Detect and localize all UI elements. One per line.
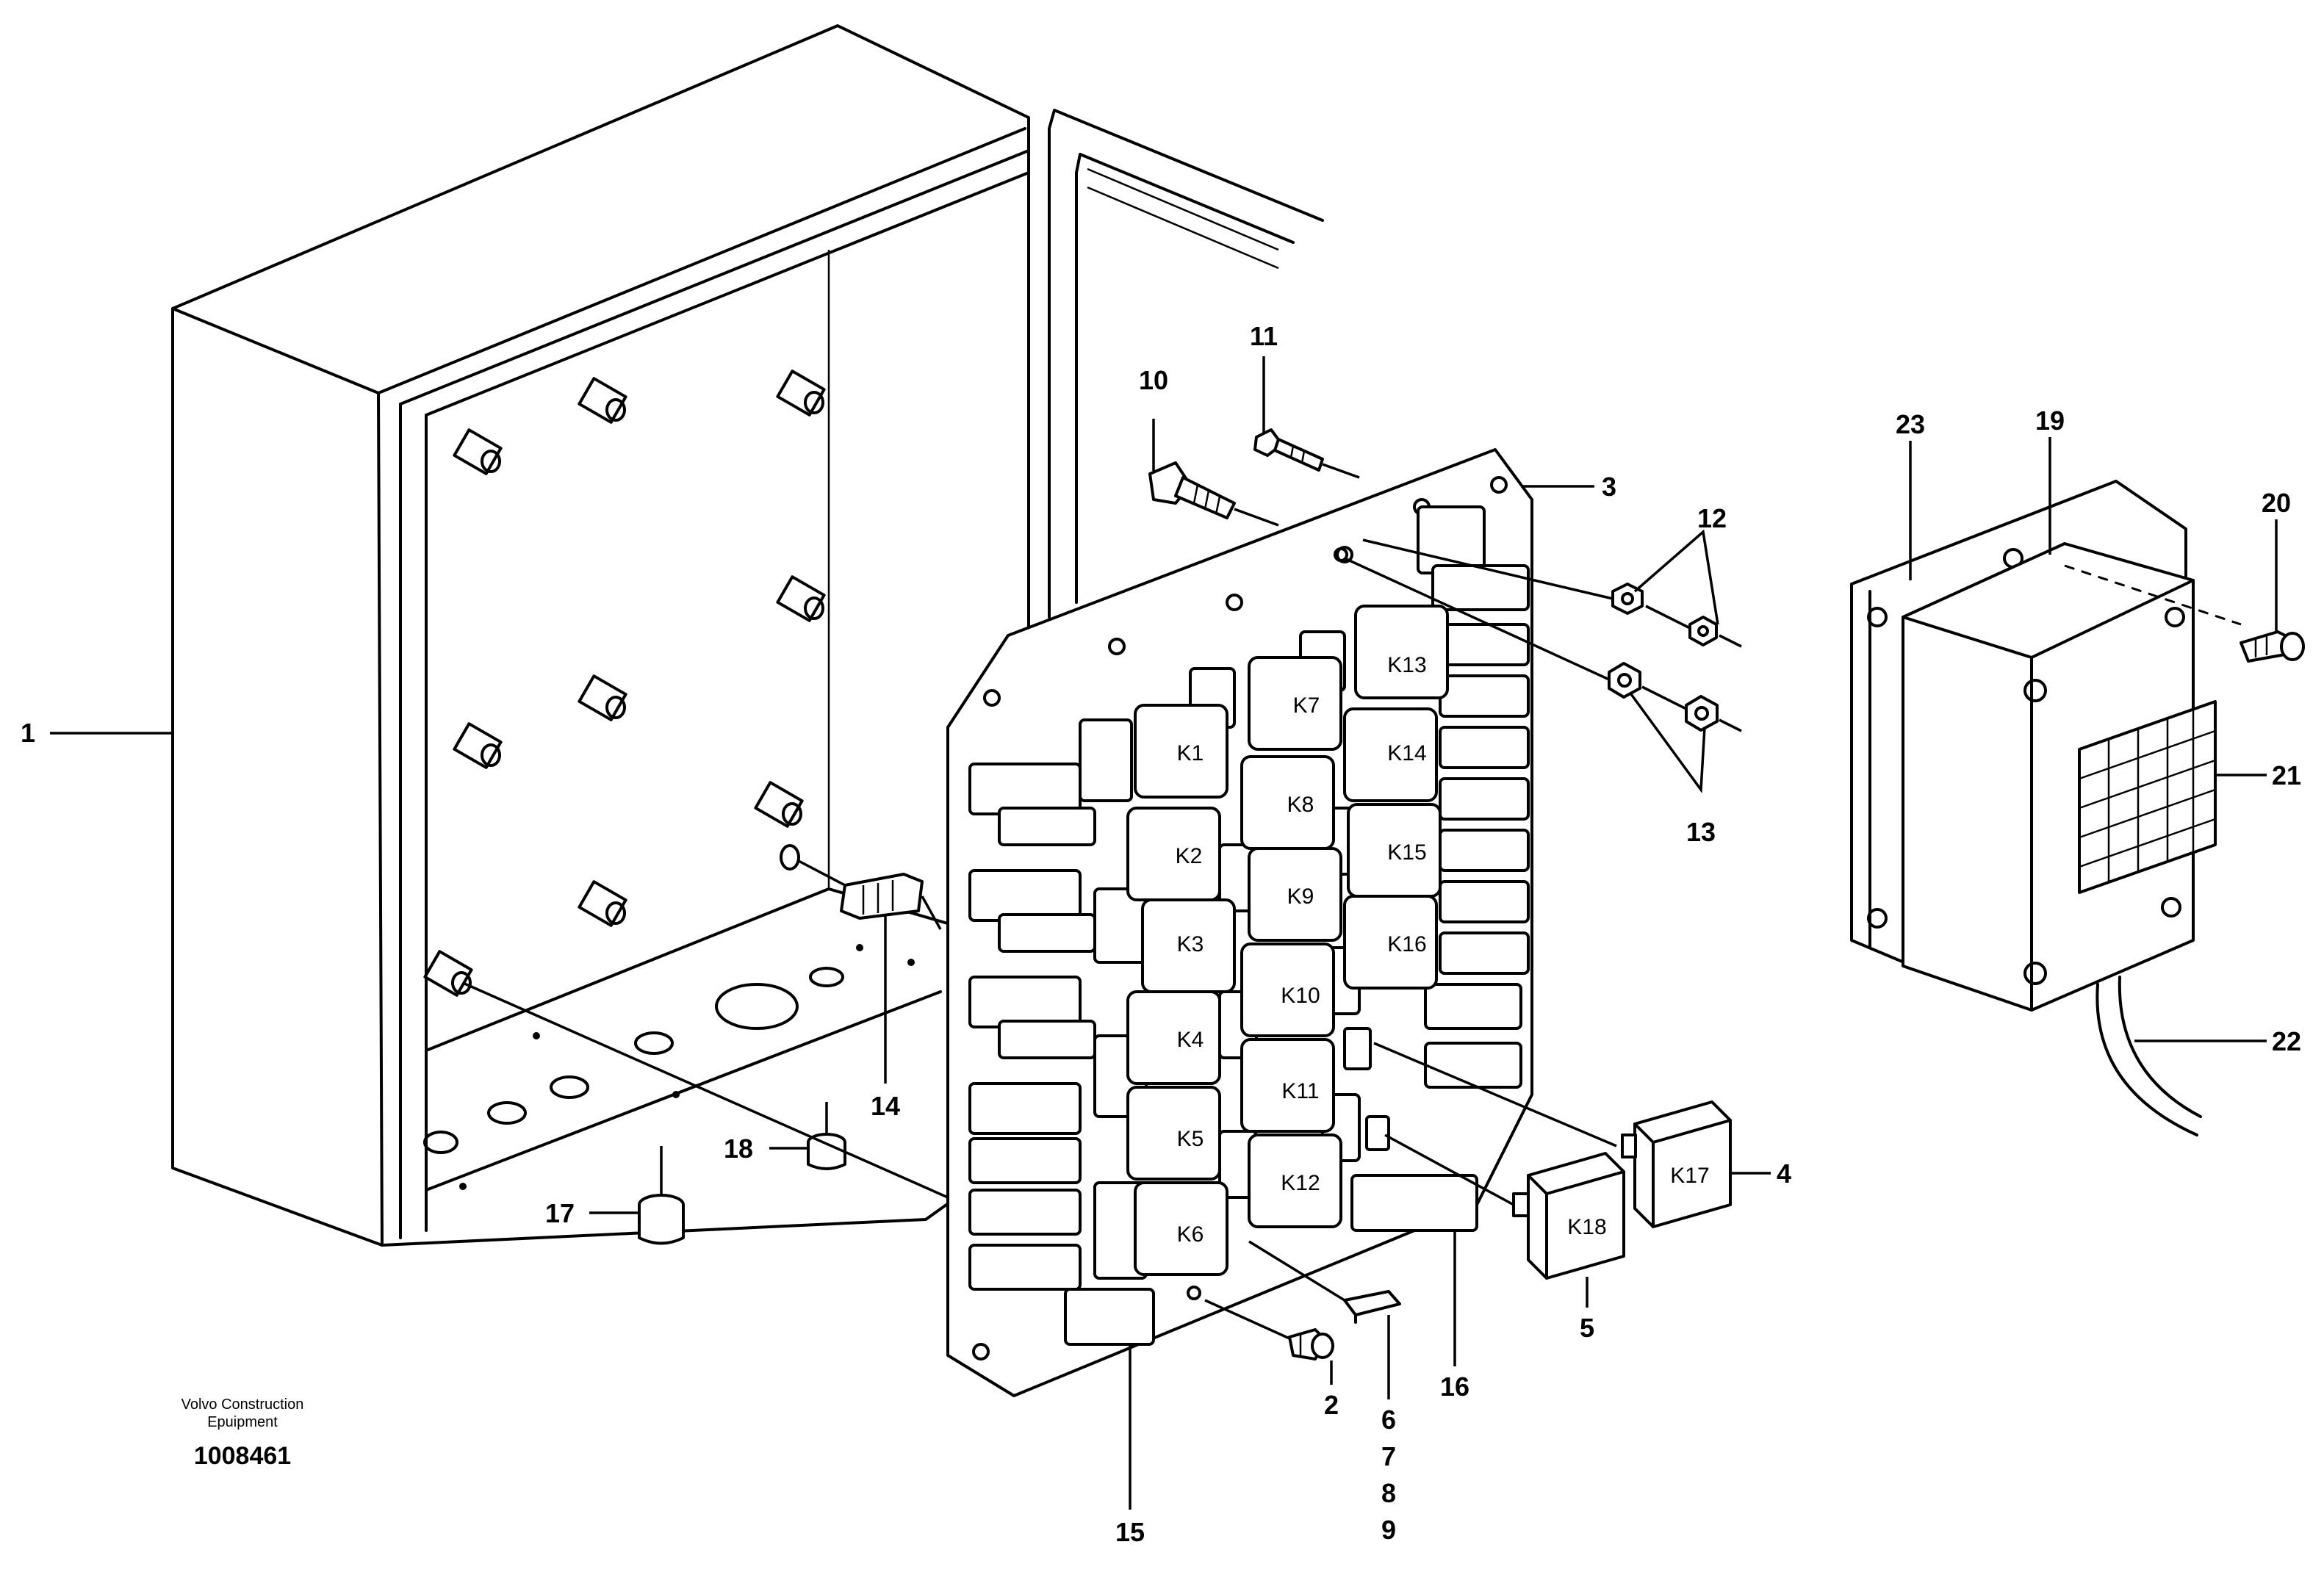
nuts-13 [1608,662,1719,732]
callout-numbers: 1 2 3 4 5 6 7 8 9 10 11 12 13 14 15 16 1… [21,321,2301,1547]
callout-15: 15 [1115,1517,1145,1547]
callout-5: 5 [1580,1313,1594,1343]
standoff-group [423,370,826,997]
document-number: 1008461 [194,1442,291,1470]
bolt-10 [1148,461,1236,519]
relay-k14: K14 [1343,707,1438,802]
callout-14: 14 [871,1091,900,1121]
svg-text:K3: K3 [1177,932,1204,956]
svg-text:K18: K18 [1567,1215,1606,1239]
callout-13: 13 [1686,817,1716,847]
relay-k15: K15 [1347,803,1442,898]
callout-9: 9 [1381,1515,1396,1545]
relay-k9: K9 [1248,847,1342,942]
cap-17 [638,1194,685,1245]
callout-12: 12 [1697,503,1727,533]
relays-on-board: K1 K2 K3 K4 K5 K6 K7 K8 [1126,605,1449,1276]
svg-text:K9: K9 [1287,884,1314,909]
callout-19: 19 [2035,406,2065,436]
svg-text:K5: K5 [1177,1127,1204,1151]
callout-18: 18 [724,1134,753,1164]
svg-text:K4: K4 [1177,1028,1204,1052]
callout-3: 3 [1602,472,1616,502]
relay-k4: K4 [1126,990,1221,1085]
relay-k13: K13 [1354,605,1449,699]
svg-text:K7: K7 [1293,693,1320,718]
relay-k16: K16 [1343,895,1438,990]
fuse-6-9 [1343,1290,1401,1324]
svg-text:K10: K10 [1281,984,1320,1008]
svg-text:K6: K6 [1177,1222,1204,1247]
callout-23: 23 [1896,409,1925,439]
cable-22 [2095,976,2202,1136]
callout-1: 1 [21,718,35,748]
relay-k5: K5 [1126,1086,1221,1181]
assembly-lead-lines [462,463,1742,1340]
svg-text:K16: K16 [1387,932,1426,956]
company-name-line1: Volvo Construction [181,1396,304,1413]
callout-6: 6 [1381,1405,1396,1435]
callout-10: 10 [1139,365,1168,395]
label-21 [2078,700,2217,894]
callout-4: 4 [1777,1158,1791,1189]
svg-text:K12: K12 [1281,1171,1320,1195]
screw-20 [2240,630,2305,663]
relay-k10: K10 [1240,943,1335,1037]
relay-k3: K3 [1141,898,1236,993]
callout-20: 20 [2262,488,2291,518]
svg-text:K14: K14 [1387,741,1426,765]
callout-2: 2 [1324,1390,1339,1420]
relay-k12: K12 [1248,1134,1342,1228]
enclosure-box [171,24,1030,1247]
svg-text:K17: K17 [1670,1164,1709,1188]
svg-text:K13: K13 [1387,653,1426,677]
screw-11 [1253,428,1324,472]
callout-17: 17 [545,1198,575,1228]
callout-11: 11 [1250,321,1278,351]
svg-text:K15: K15 [1387,840,1426,865]
callout-7: 7 [1381,1441,1396,1471]
callout-16: 16 [1440,1372,1469,1402]
relay-k6: K6 [1134,1181,1228,1276]
relay-k18: K18 [1512,1152,1625,1280]
svg-text:K1: K1 [1177,741,1204,765]
screw-2 [1288,1328,1334,1360]
callout-leaders [50,356,2278,1510]
company-name-line2: Epuipment [207,1414,278,1430]
left-connectors [968,718,1155,1346]
callout-8: 8 [1381,1478,1396,1508]
relay-k7: K7 [1248,656,1342,751]
relay-k17: K17 [1621,1100,1732,1228]
relay-k8: K8 [1240,755,1335,850]
footer-block: Volvo Construction Epuipment 1008461 [181,1396,304,1470]
relay-k1: K1 [1134,704,1228,799]
control-unit-19 [1902,542,2242,1012]
callout-22: 22 [2272,1026,2301,1056]
svg-text:K2: K2 [1176,844,1203,868]
svg-text:K11: K11 [1281,1079,1319,1103]
svg-text:K8: K8 [1287,793,1314,817]
bolt-14 [780,844,924,920]
callout-21: 21 [2272,760,2301,790]
enclosure-door [1048,109,1324,619]
relay-k2: K2 [1126,807,1221,901]
relay-k11: K11 [1240,1038,1335,1133]
relay-circuit-board [946,448,1533,1397]
